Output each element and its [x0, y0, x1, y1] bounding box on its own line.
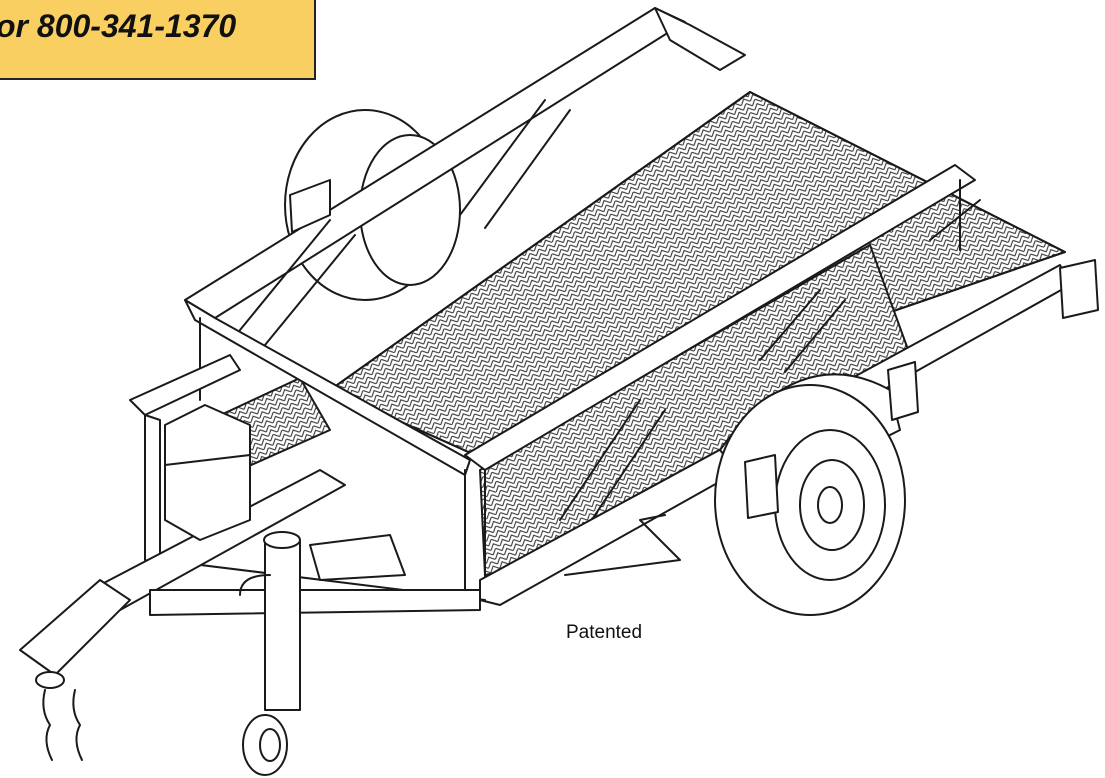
jack-stand	[239, 531, 301, 776]
upper-rail-frame	[184, 7, 976, 601]
wheel-chock	[309, 534, 406, 581]
main-wheel	[714, 373, 906, 616]
upper-deck-mesh	[329, 91, 1066, 456]
tail-lights	[744, 259, 1099, 519]
phone-number-text: or 800-341-1370	[0, 8, 237, 44]
patented-label: Patented	[566, 622, 643, 643]
phone-banner: or 800-341-1370	[0, 0, 316, 80]
toolbox	[164, 404, 251, 541]
parking-stand	[289, 179, 681, 576]
diagonal-braces	[239, 99, 981, 531]
coupler-chains	[19, 579, 131, 761]
